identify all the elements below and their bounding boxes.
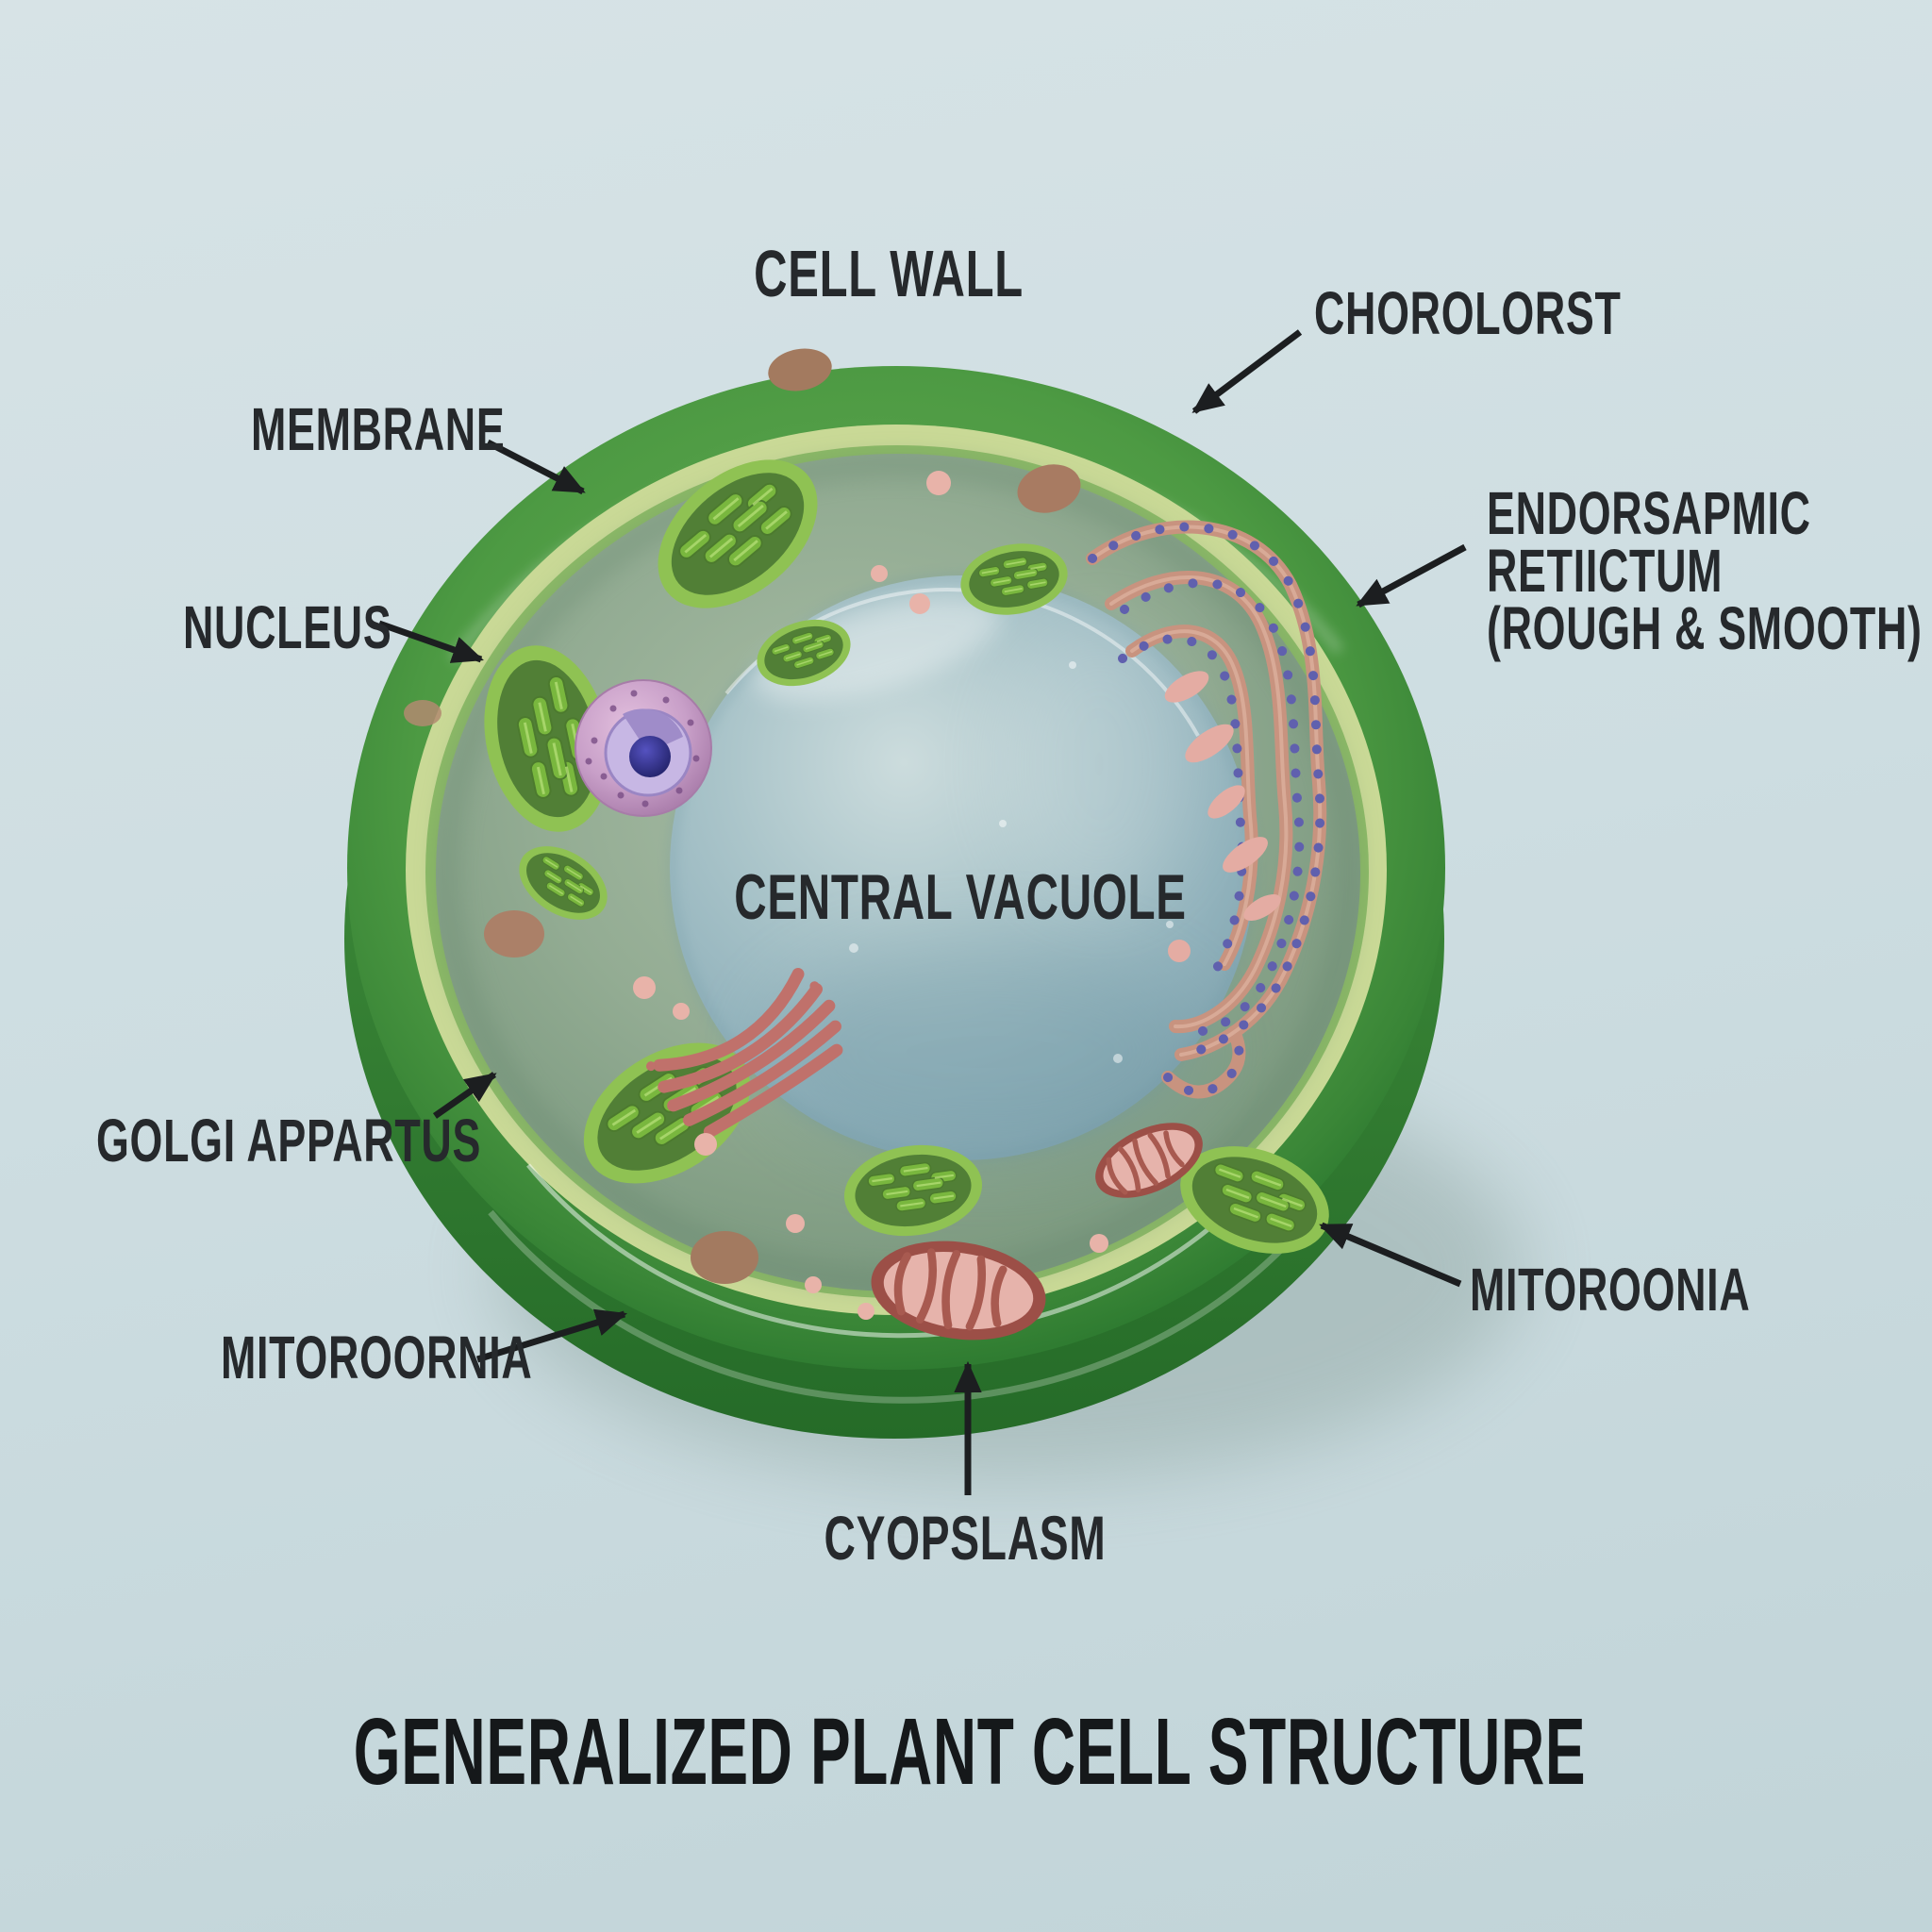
- arrow-mitoroonia: [1319, 1222, 1462, 1288]
- label-golgi-appartus: GOLGI APPARTUS: [96, 1107, 482, 1174]
- arrow-golgi: [432, 1072, 497, 1119]
- label-chorolorst: CHOROLORST: [1314, 279, 1622, 347]
- pink-droplets: [633, 471, 1108, 1320]
- label-er-line3: (ROUGH & SMOOTH): [1487, 593, 1923, 662]
- label-cell-wall: CELL WALL: [754, 237, 1024, 310]
- arrow-membrane: [486, 439, 586, 495]
- arrow-mitoroornia: [475, 1308, 628, 1363]
- golgi-organelle: [645, 968, 843, 1139]
- label-mitoroornia: MITOROORNIA: [221, 1324, 533, 1391]
- nucleus-organelle: [575, 679, 712, 817]
- label-er-line1: ENDORSAPMIC: [1487, 479, 1811, 547]
- arrow-endoplasmic-reticulum: [1356, 543, 1467, 608]
- arrow-nucleus: [377, 620, 484, 663]
- label-er-line2: RETIICTUM: [1487, 536, 1724, 605]
- label-central-vacuole: CENTRAL VACUOLE: [734, 861, 1187, 933]
- label-nucleus: NUCLEUS: [183, 593, 392, 661]
- endoplasmic-reticulum: [1086, 527, 1320, 1092]
- er-vesicles: [1164, 671, 1281, 962]
- brown-inclusions: [404, 348, 1081, 1284]
- label-membrane: MEMBRANE: [251, 395, 506, 463]
- arrow-chorolorst: [1191, 329, 1303, 414]
- label-endoplasmic-reticulum: ENDORSAPMIC RETIICTUM (ROUGH & SMOOTH): [1487, 479, 1923, 662]
- label-mitoroonia: MITOROONIA: [1470, 1256, 1751, 1324]
- diagram-title: GENERALIZED PLANT CELL STRUCTURE: [353, 1699, 1587, 1805]
- label-cyopslasm: CYOPSLASM: [824, 1503, 1107, 1573]
- annotation-arrows: [377, 329, 1467, 1495]
